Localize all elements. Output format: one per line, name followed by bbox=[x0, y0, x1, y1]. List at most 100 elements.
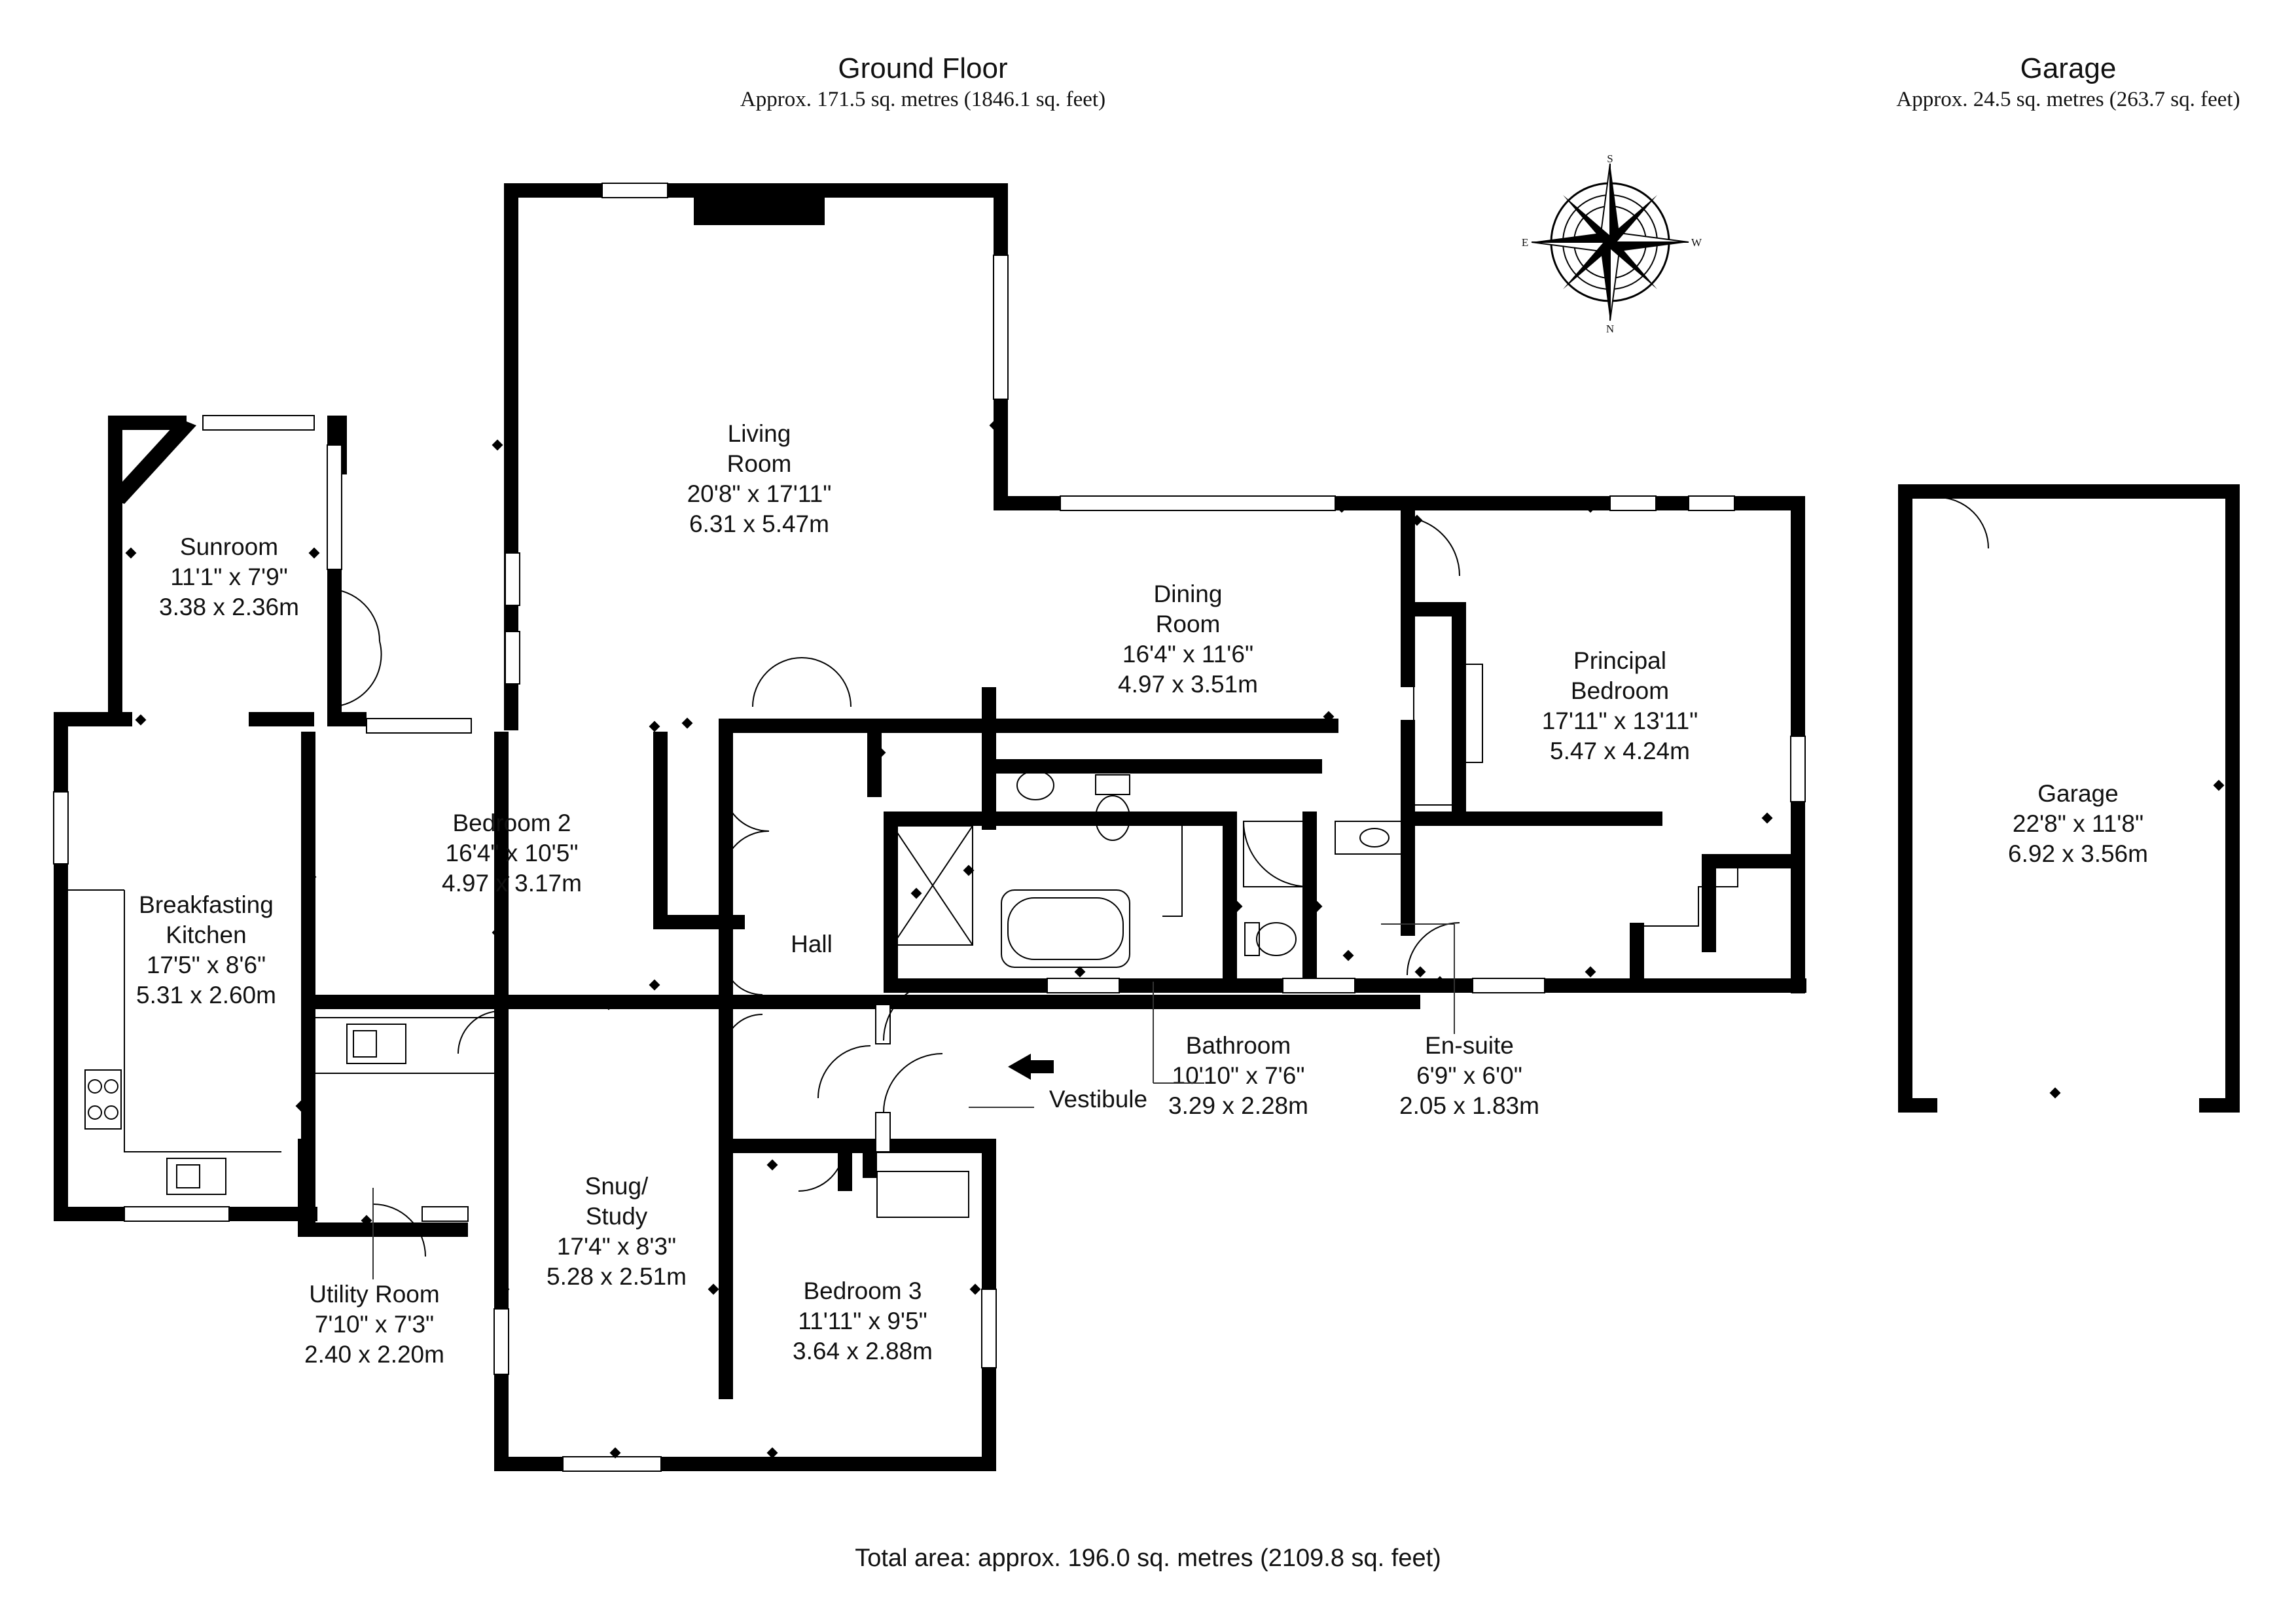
window bbox=[1472, 978, 1545, 993]
room-label-line: 3.38 x 2.36m bbox=[159, 594, 299, 620]
window bbox=[422, 1206, 469, 1222]
wall bbox=[494, 995, 1420, 1009]
room-label-line: 4.97 x 3.51m bbox=[1118, 671, 1258, 698]
door-swing bbox=[723, 955, 763, 995]
room-label-line: 22'8" x 11'8" bbox=[2013, 810, 2144, 837]
wall bbox=[108, 416, 187, 430]
compass-rose: S N E W bbox=[1522, 152, 1702, 335]
room-label-line: Dining bbox=[1154, 580, 1223, 607]
corner-shower bbox=[1243, 821, 1310, 887]
wall bbox=[1223, 812, 1237, 978]
window bbox=[202, 415, 315, 431]
window bbox=[124, 1206, 230, 1222]
wall-marker bbox=[969, 1283, 981, 1295]
kitchen-sink bbox=[166, 1158, 226, 1195]
hob bbox=[104, 1105, 118, 1120]
room-label-line: 3.64 x 2.88m bbox=[793, 1338, 933, 1364]
room-label-line: 4.97 x 3.17m bbox=[442, 870, 582, 897]
window bbox=[875, 1004, 891, 1044]
utility-sink bbox=[353, 1030, 377, 1058]
window bbox=[505, 552, 520, 606]
wall bbox=[301, 732, 315, 1222]
wall bbox=[1401, 812, 1662, 826]
wall-marker bbox=[1761, 812, 1773, 824]
room-label-line: Living bbox=[728, 420, 791, 447]
kitchen-worktop bbox=[65, 889, 281, 1152]
window bbox=[366, 718, 472, 734]
window bbox=[1060, 495, 1336, 511]
wall bbox=[863, 1139, 877, 1178]
room-label-vestibule: Vestibule bbox=[1049, 1086, 1147, 1113]
compass-west: W bbox=[1691, 236, 1702, 249]
wall-marker bbox=[125, 547, 137, 559]
wall bbox=[301, 995, 507, 1009]
compass-south: S bbox=[1607, 152, 1613, 165]
wall bbox=[1401, 504, 1415, 687]
wall-marker bbox=[649, 979, 660, 991]
walls bbox=[54, 183, 2240, 1471]
wall-marker bbox=[708, 1283, 719, 1295]
room-label-line: Snug/ bbox=[585, 1173, 649, 1200]
toilet bbox=[1095, 795, 1130, 841]
door-swing bbox=[457, 1010, 501, 1054]
room-label-line: Vestibule bbox=[1049, 1086, 1147, 1113]
door-swing bbox=[883, 981, 943, 1113]
door-swing bbox=[1937, 497, 1989, 549]
hob bbox=[88, 1105, 102, 1120]
wall-marker bbox=[649, 721, 660, 732]
stair bbox=[1632, 854, 1738, 978]
window bbox=[981, 1289, 997, 1368]
wall bbox=[719, 719, 1085, 733]
floor-title: Garage bbox=[2020, 52, 2117, 84]
wall-marker bbox=[492, 439, 503, 451]
toilet bbox=[1244, 922, 1260, 956]
room-label-line: Hall bbox=[791, 931, 833, 957]
wall bbox=[884, 812, 1237, 826]
window bbox=[601, 183, 668, 198]
window bbox=[1609, 495, 1657, 511]
room-label-line: 6'9" x 6'0" bbox=[1416, 1062, 1522, 1089]
wall bbox=[719, 732, 733, 1399]
wall-marker bbox=[989, 419, 1001, 431]
room-label-line: Breakfasting bbox=[139, 891, 274, 918]
room-label-line: Bedroom bbox=[1571, 677, 1669, 704]
wall bbox=[298, 1139, 312, 1237]
door-swing bbox=[722, 785, 770, 884]
window bbox=[1688, 495, 1735, 511]
wall bbox=[1898, 1098, 1937, 1113]
wall bbox=[867, 719, 882, 797]
wall-marker bbox=[361, 1215, 372, 1226]
wall bbox=[719, 1457, 994, 1471]
wall-marker bbox=[1899, 779, 1910, 791]
wall-marker bbox=[963, 865, 975, 876]
wall-marker bbox=[1231, 901, 1243, 912]
window bbox=[562, 1456, 662, 1472]
label-pointers bbox=[372, 923, 1455, 1279]
wall-marker bbox=[1022, 721, 1033, 732]
room-label-line: 16'4" x 10'5" bbox=[446, 840, 579, 866]
hob bbox=[84, 1069, 122, 1130]
room-label-line: 6.31 x 5.47m bbox=[689, 510, 829, 537]
room-label-line: 5.31 x 2.60m bbox=[136, 982, 276, 1008]
wall bbox=[884, 812, 898, 991]
garage-header: Garage Approx. 24.5 sq. metres (263.7 sq… bbox=[1820, 52, 2296, 112]
front-entrance-arrow bbox=[1008, 1054, 1054, 1080]
floor-area: Approx. 171.5 sq. metres (1846.1 sq. fee… bbox=[740, 88, 1106, 111]
window bbox=[1790, 736, 1806, 802]
window bbox=[327, 444, 342, 570]
shower-tray bbox=[892, 825, 973, 946]
corner-shower bbox=[1243, 821, 1310, 888]
room-label-line: Sunroom bbox=[180, 533, 278, 560]
wall-marker bbox=[498, 1283, 510, 1295]
total-area: Total area: approx. 196.0 sq. metres (21… bbox=[855, 1544, 1441, 1572]
room-label-line: 17'5" x 8'6" bbox=[147, 952, 266, 978]
wall-markers bbox=[125, 419, 2225, 1459]
wall-marker bbox=[996, 721, 1007, 732]
door-swing bbox=[723, 1014, 763, 1054]
